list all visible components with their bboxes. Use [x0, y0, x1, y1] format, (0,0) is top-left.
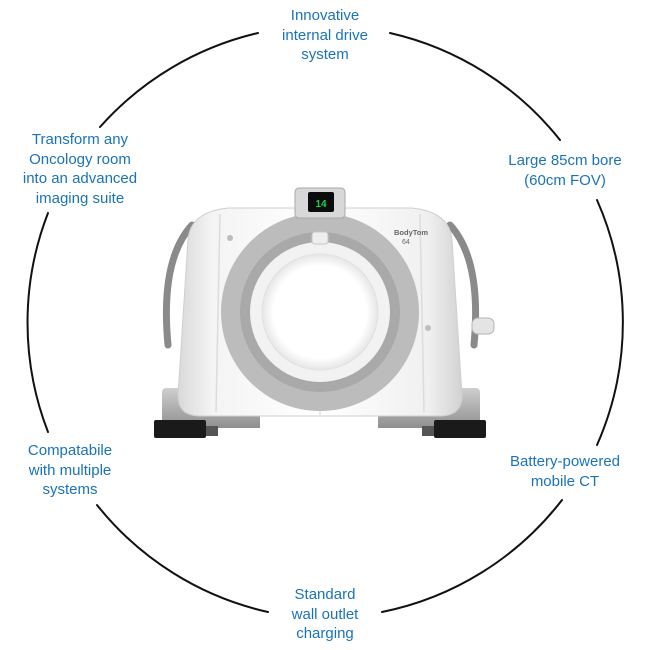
- base-gap: [260, 412, 378, 432]
- ring-arc-bottom-left: [96, 504, 269, 613]
- label-battery-powered: Battery-powered mobile CT: [509, 453, 621, 490]
- label-bore-size: Large 85cm bore (60cm FOV): [508, 152, 622, 189]
- left-handle: [162, 221, 196, 349]
- model-number: 64: [402, 239, 410, 246]
- ring-arc-top-left: [99, 32, 259, 128]
- label-oncology-room: Transform any Oncology room into an adva…: [22, 131, 138, 207]
- display-value: 14: [315, 199, 327, 210]
- label-compatibility: Compatabile with multiple systems: [27, 442, 113, 498]
- label-wall-outlet-charging: Standard wall outlet charging: [291, 586, 359, 642]
- ring-arc-right: [596, 199, 624, 446]
- label-internal-drive: Innovative internal drive system: [282, 7, 368, 63]
- ring-arc-left: [26, 212, 49, 433]
- brand-name: BodyTom: [394, 228, 428, 237]
- right-foot: [434, 420, 486, 438]
- right-knob: [471, 317, 495, 335]
- ring-arc-top-right: [389, 32, 561, 141]
- left-foot: [154, 420, 206, 438]
- ct-scanner-image: 14 BodyTom 64: [154, 187, 495, 438]
- ring-arc-bottom-right: [381, 499, 563, 613]
- top-display-screen: [308, 192, 334, 212]
